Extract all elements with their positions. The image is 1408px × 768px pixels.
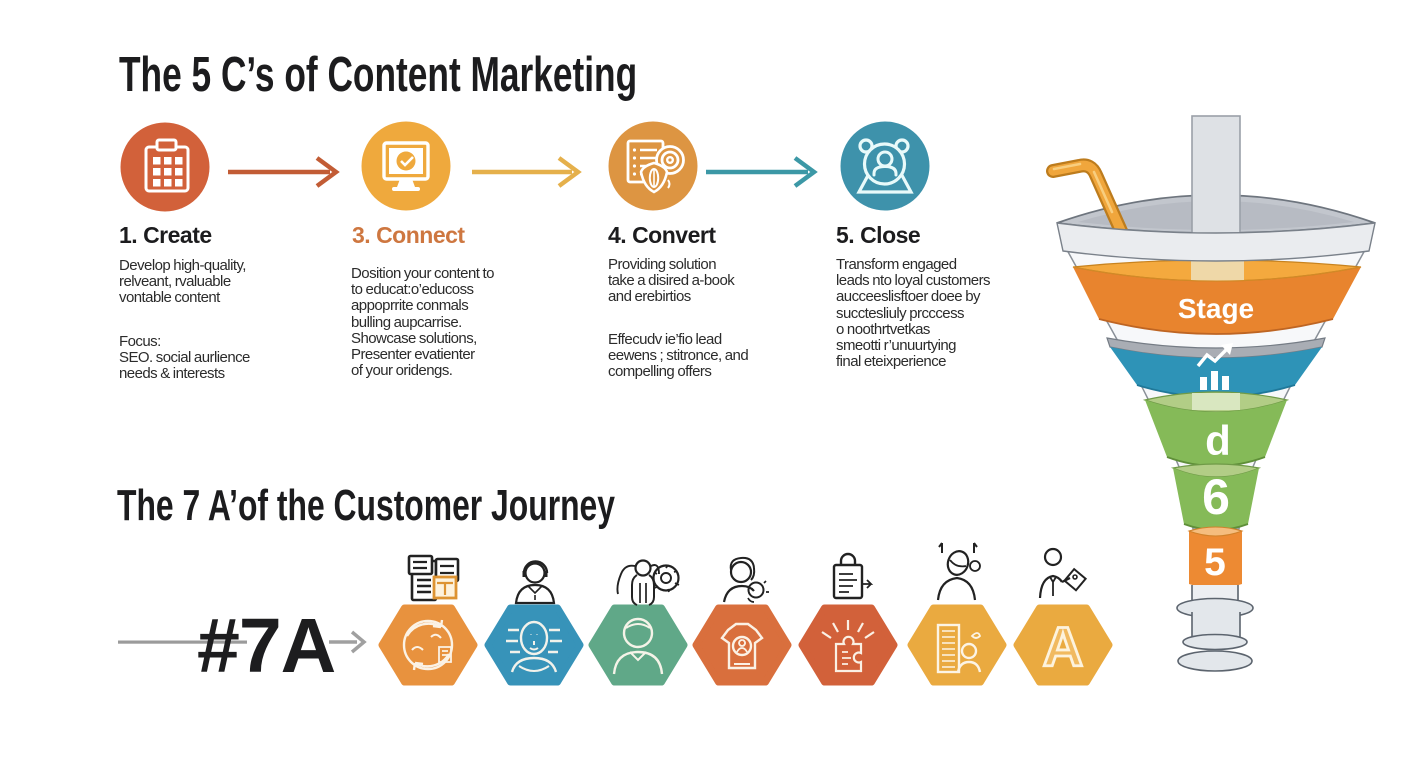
svg-text:d: d <box>1205 417 1231 464</box>
svg-text:Stage: Stage <box>1178 293 1254 324</box>
svg-text:6: 6 <box>1202 469 1230 525</box>
svg-text:5: 5 <box>1204 541 1226 584</box>
svg-text:A: A <box>1043 615 1083 678</box>
